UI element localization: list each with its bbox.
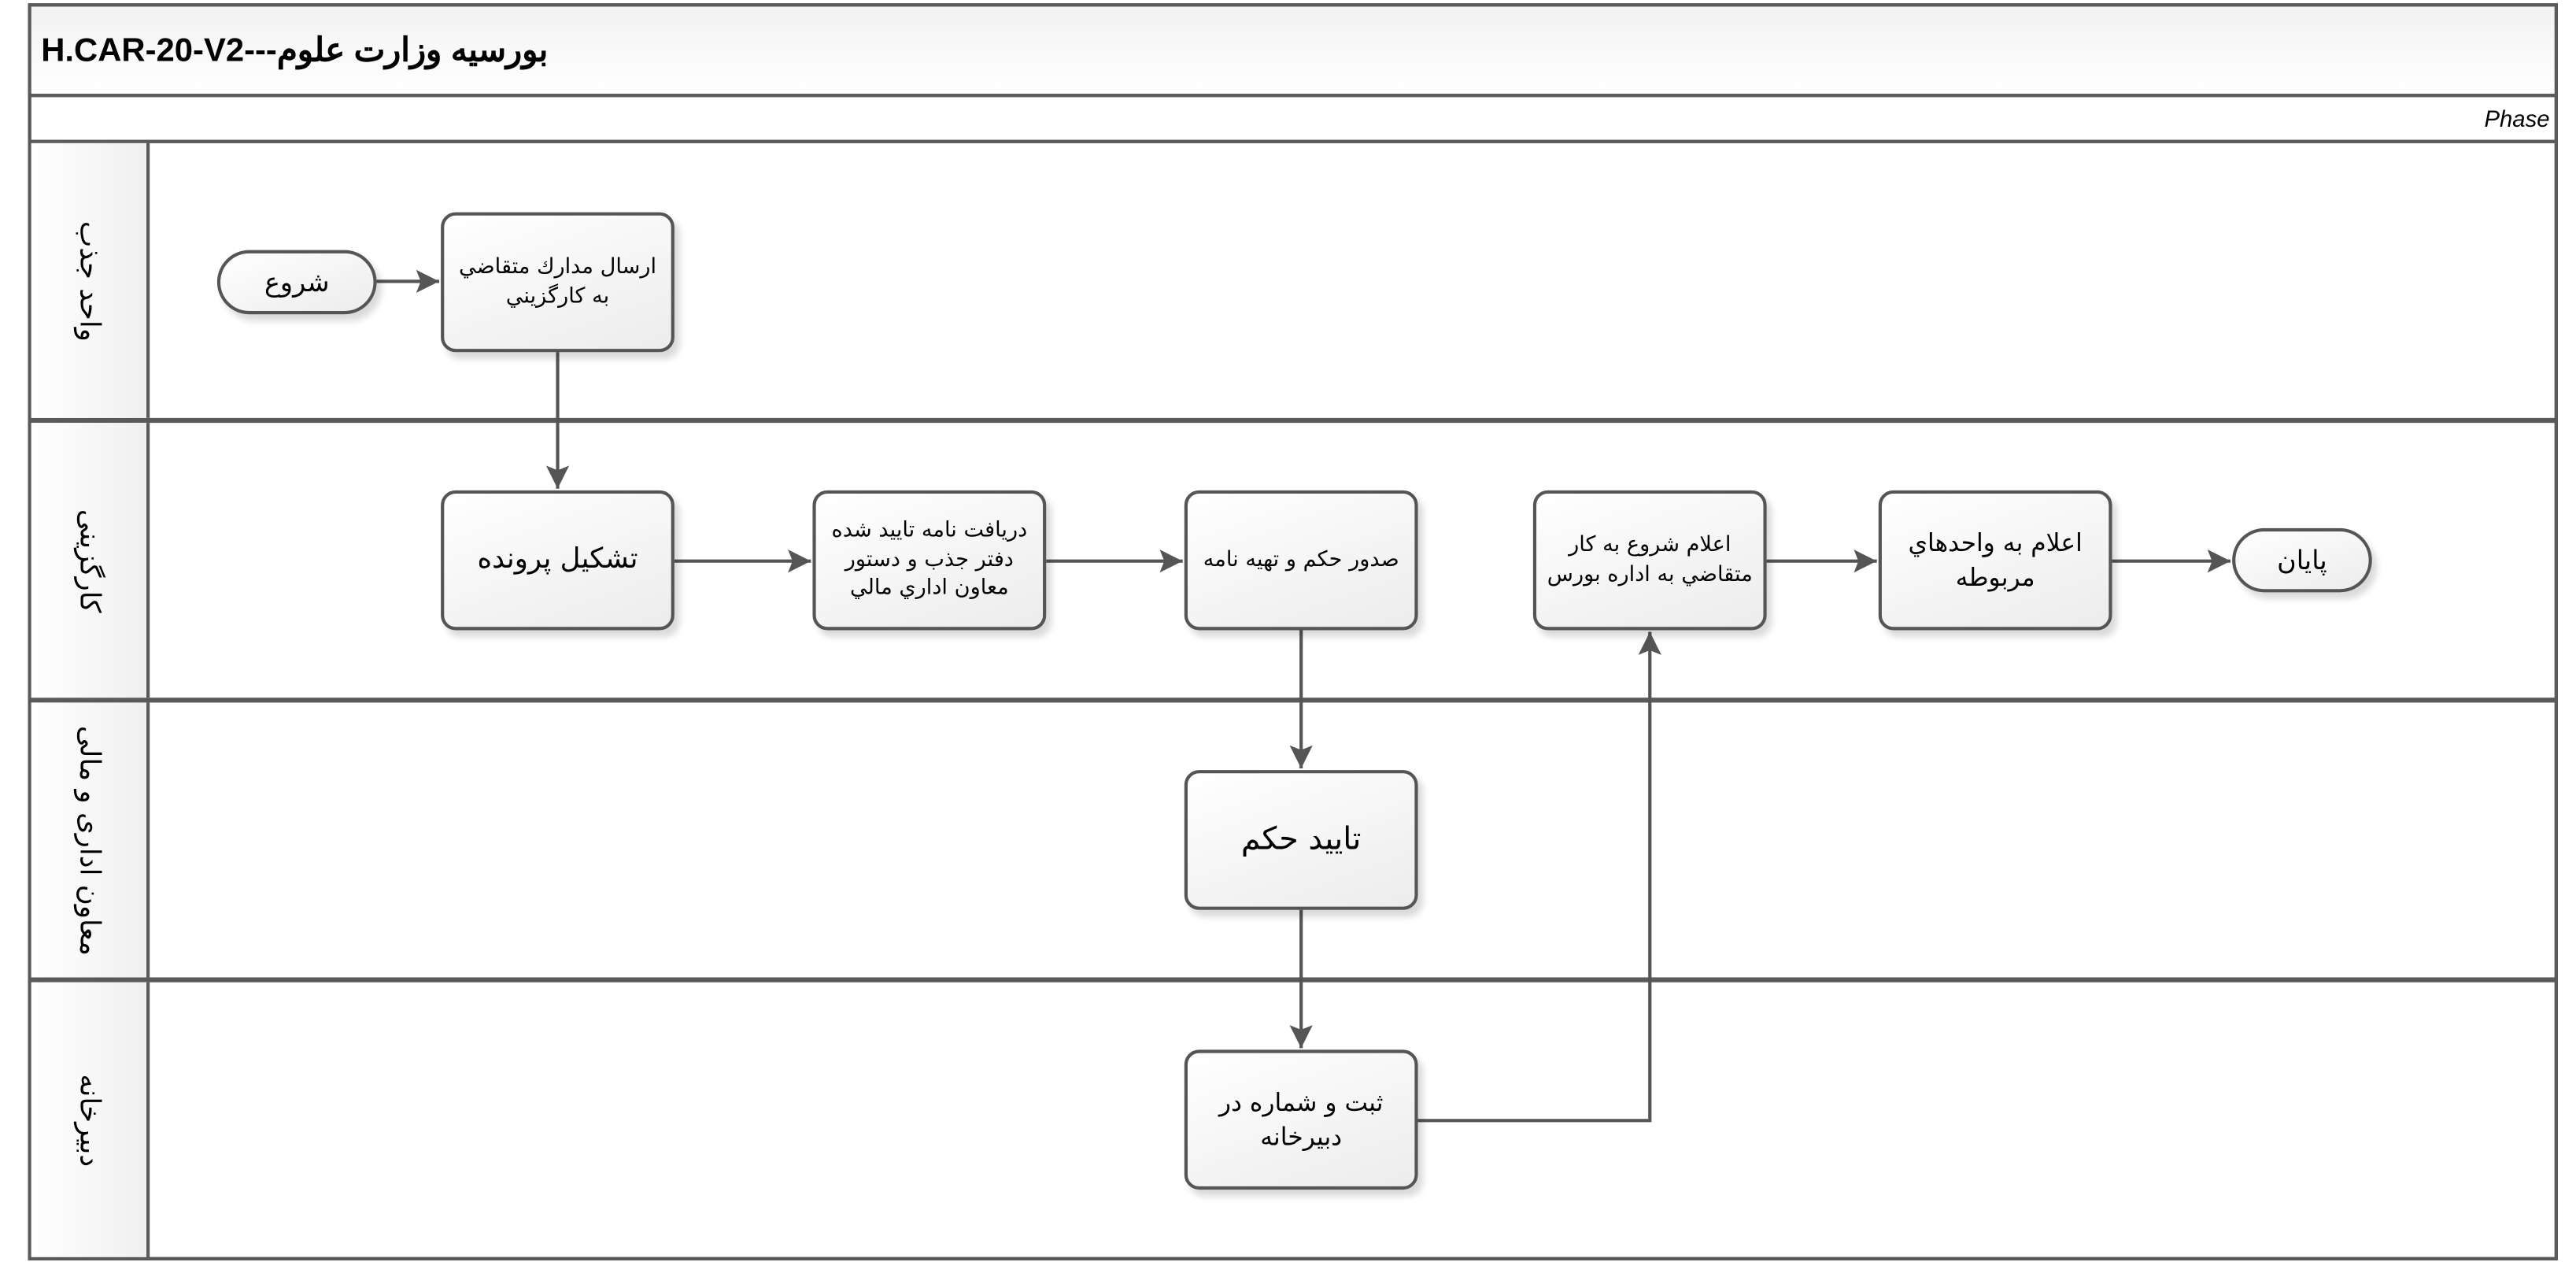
- task-announce-units[interactable]: اعلام به واحدهاي مربوطه: [1878, 490, 2112, 631]
- arrow-register-to-announce: [1417, 631, 1661, 1123]
- phase-label: Phase: [2484, 105, 2550, 132]
- task-send-documents[interactable]: ارسال مدارك متقاضي به كارگزيني: [441, 212, 674, 353]
- end-node[interactable]: پایان: [2232, 527, 2372, 593]
- task-register-secretariat[interactable]: ثبت و شماره در دبیرخانه: [1184, 1049, 1418, 1190]
- task-announce-start[interactable]: اعلام شروع به كار متقاضي به اداره بورس: [1532, 490, 1767, 631]
- lane-header: کارگزینی: [31, 423, 150, 698]
- start-node[interactable]: شروع: [216, 250, 377, 315]
- lane-secretariat: دبیرخانه: [28, 979, 2558, 1260]
- diagram-title: H.CAR-20-V2---بورسیه وزارت علوم: [41, 32, 549, 69]
- lane-header: واحد جذب: [31, 142, 150, 418]
- lane-admin-finance-deputy: معاون اداری و مالی: [28, 699, 2558, 981]
- lane-header: دبیرخانه: [31, 982, 150, 1257]
- task-receive-letter[interactable]: دريافت نامه تاييد شده دفتر جذب و دستور م…: [812, 490, 1047, 631]
- task-form-file[interactable]: تشکیل پرونده: [441, 490, 674, 631]
- lane-header: معاون اداری و مالی: [31, 702, 150, 978]
- task-issue-decree[interactable]: صدور حكم و تهيه نامه: [1184, 490, 1418, 631]
- task-approve-decree[interactable]: تایید حکم: [1184, 770, 1418, 910]
